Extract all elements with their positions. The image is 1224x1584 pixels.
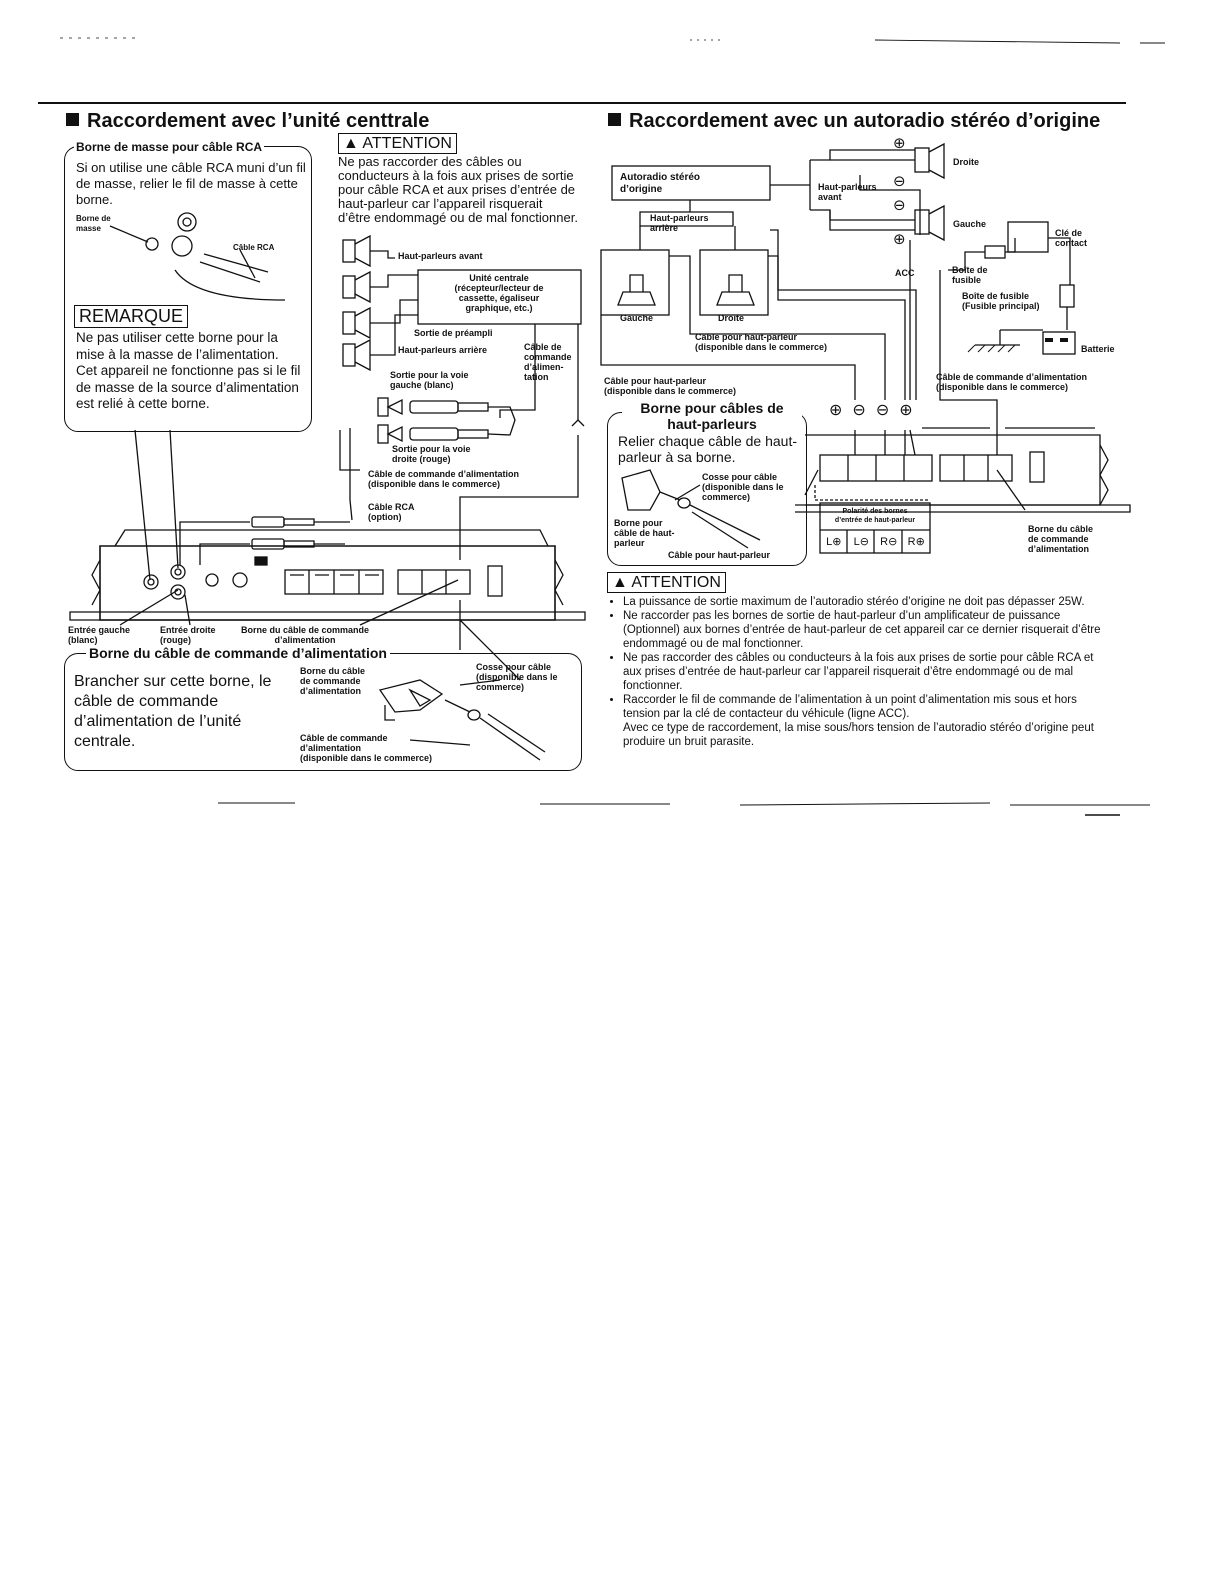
bullet-square-icon	[66, 113, 79, 126]
label-gauche: Gauche	[620, 313, 654, 323]
label-hp-arriere: Haut-parleurs arrière	[398, 345, 488, 355]
polarity-signs: ⊕⊖⊖⊕	[829, 402, 923, 419]
polarity-cell: L⊕	[826, 536, 842, 548]
plus-sign-bottom: ⊕	[893, 231, 906, 248]
label-sortie-preampli: Sortie de préampli	[414, 328, 493, 338]
attention-right-label: ▲ ATTENTION	[607, 572, 726, 593]
polarity-cell: R⊕	[907, 536, 925, 548]
power-borne-label: Borne du câble de commande d’alimentatio…	[300, 666, 366, 696]
label-gauche-top: Gauche	[953, 219, 987, 229]
label-cable-commande-right: Câble de commande d’alimentation (dispon…	[936, 372, 1088, 392]
speaker-borne-label: Borne pour câble de haut- parleur	[614, 518, 675, 548]
label-cable-hp-1: Câble pour haut-parleur (disponible dans…	[695, 332, 828, 352]
left-title-text: Raccordement avec l’unité centtrale	[87, 110, 430, 132]
minus-sign-1: ⊖	[893, 173, 906, 190]
polarity-cells: L⊕ L⊖ R⊖ R⊕	[820, 531, 930, 553]
attention-right-list: La puissance de sortie maximum de l’auto…	[607, 595, 1112, 749]
label-hp-arriere-right: Haut-parleurs arrière	[650, 213, 709, 233]
label-cable-hp-2: Câble pour haut-parleur (disponible dans…	[604, 376, 737, 396]
remarque-text: Ne pas utiliser cette borne pour la mise…	[76, 330, 301, 411]
power-callout-text: Brancher sur cette borne, le câble de co…	[74, 673, 272, 750]
label-polarite: Polarité des bornes d’entrée de haut-par…	[834, 508, 916, 524]
polarity-cell: L⊖	[853, 536, 869, 548]
label-acc: ACC	[895, 268, 915, 278]
label-droite: Droite	[718, 313, 745, 323]
label-droite-top: Droite	[953, 157, 980, 167]
attention-left-label: ▲ ATTENTION	[338, 133, 457, 154]
speaker-cosse-label: Cosse pour câble (disponible dans le com…	[702, 472, 784, 502]
plus-sign-top: ⊕	[893, 135, 906, 152]
attention-bullet: Raccorder le fil de commande de l’alimen…	[623, 693, 1112, 749]
minus-sign-2: ⊖	[893, 197, 906, 214]
attention-bullet: Ne raccorder pas les bornes de sortie de…	[623, 609, 1112, 651]
power-cable-label: Câble de commande d’alimentation (dispon…	[300, 733, 433, 763]
left-section-title: Raccordement avec l’unité centtrale	[66, 110, 429, 133]
remarque-label: REMARQUE	[74, 305, 189, 328]
attention-left-text: Ne pas raccorder des câbles ou conducteu…	[338, 154, 578, 225]
right-section-title: Raccordement avec un autoradio stéréo d’…	[608, 110, 1100, 133]
label-cable-commande-alim: Câble de commande d’alimentation (dispon…	[368, 469, 520, 489]
ground-callout-text: Si on utilise une câble RCA muni d’un fi…	[76, 160, 306, 207]
warning-triangle-icon: ▲	[612, 574, 632, 591]
speaker-cable-label: Câble pour haut-parleur	[668, 550, 771, 560]
label-cle-contact: Clé de contact	[1055, 228, 1088, 248]
speaker-callout-heading: Borne pour câbles de haut-parleurs	[622, 400, 802, 432]
bullet-square-icon	[608, 113, 621, 126]
speaker-callout-text: Relier chaque câble de haut-parleur à sa…	[618, 433, 798, 465]
label-hp-avant: Haut-parleurs avant	[398, 251, 483, 261]
label-batterie: Batterie	[1081, 344, 1115, 354]
label-borne-commande-right: Borne du câble de commande d’alimentatio…	[1028, 524, 1094, 554]
label-boite-fusible-principal: Boîte de fusible (Fusible principal)	[962, 291, 1040, 311]
ground-callout-heading: Borne de masse pour câble RCA	[74, 140, 265, 154]
label-cable-commande: Câble de commande d’alimen- tation	[524, 342, 572, 382]
borne-masse-label: Borne de masse	[76, 214, 111, 233]
label-boite-fusible: Boîte de fusible	[952, 265, 988, 285]
label-unite-centrale: Unité centrale (récepteur/lecteur de cas…	[454, 273, 544, 313]
power-cosse-label: Cosse pour câble (disponible dans le com…	[476, 662, 558, 692]
label-borne-cable-commande: Borne du câble de commande d’alimentatio…	[241, 625, 370, 645]
label-sortie-gauche: Sortie pour la voie gauche (blanc)	[390, 370, 469, 390]
label-entree-droite: Entrée droite (rouge)	[160, 625, 216, 645]
right-title-text: Raccordement avec un autoradio stéréo d’…	[629, 110, 1101, 132]
polarity-cell: R⊖	[880, 536, 898, 548]
label-hp-avant-right: Haut-parleurs avant	[818, 182, 877, 202]
label-cable-rca-option: Câble RCA (option)	[368, 502, 415, 522]
label-autoradio: Autoradio stéréo d’origine	[620, 172, 701, 195]
label-entree-gauche: Entrée gauche (blanc)	[68, 625, 131, 645]
attention-right-text-label: ATTENTION	[631, 574, 721, 591]
cable-rca-label: Câble RCA	[233, 243, 275, 252]
label-sortie-droite: Sortie pour la voie droite (rouge)	[392, 444, 471, 464]
attention-bullet: Ne pas raccorder des câbles ou conducteu…	[623, 651, 1112, 693]
warning-triangle-icon: ▲	[343, 135, 363, 152]
attention-bullet: La puissance de sortie maximum de l’auto…	[623, 595, 1112, 609]
attention-left-text-label: ATTENTION	[362, 135, 452, 152]
power-callout-heading: Borne du câble de commande d’alimentatio…	[86, 645, 390, 661]
